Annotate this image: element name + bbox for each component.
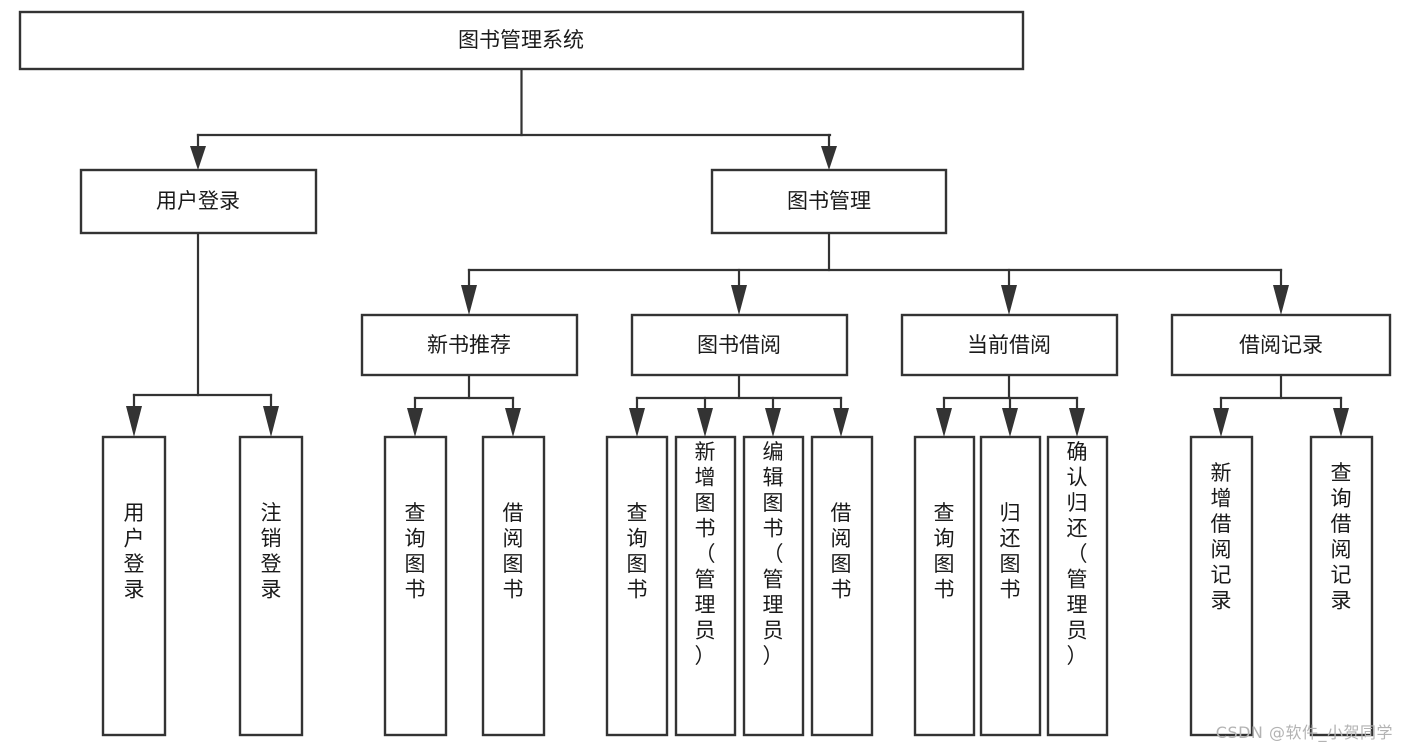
leaf-return-book-label: 归还图书 [1000,501,1021,602]
arrowhead-leaf-query-2 [629,408,645,437]
leaf-confirm-return-label: 确认归还（管理员） [1067,440,1088,668]
leaf-edit-book-box[interactable] [742,435,805,737]
leaf-user-login-box[interactable] [101,435,167,737]
node-borrow-record-box[interactable] [1170,313,1392,377]
node-book-borrow-label: 图书借阅 [697,333,781,357]
leaf-borrow-book-1[interactable]: 借阅图书 [481,435,546,737]
csdn-watermark: CSDN @软件_小贺同学 [1215,723,1393,742]
leaf-borrow-book-1-label: 借阅图书 [503,501,524,602]
leaf-logout-login-label: 注销登录 [261,501,282,602]
leaf-add-book[interactable]: 新增图书（管理员） [674,435,737,737]
arrowhead-book-borrow [731,285,747,315]
node-current-borrow-label: 当前借阅 [967,333,1051,357]
node-root[interactable]: 图书管理系统 [18,10,1025,71]
leaf-query-book-3-box[interactable] [913,435,976,737]
arrowhead-user-login [190,146,206,170]
arrowhead-borrow-record [1273,285,1289,315]
arrowhead-leaf-add-book [697,408,713,437]
leaf-add-record-box[interactable] [1189,435,1254,737]
leaf-query-record-label: 查询借阅记录 [1331,461,1352,613]
leaf-query-book-2[interactable]: 查询图书 [605,435,669,737]
leaf-confirm-return[interactable]: 确认归还（管理员） [1046,435,1109,737]
arrowhead-leaf-return [1002,408,1018,437]
node-root-box[interactable] [18,10,1025,71]
node-book-borrow-box[interactable] [630,313,849,377]
node-new-book-recommend[interactable]: 新书推荐 [360,313,579,377]
node-book-manage-box[interactable] [710,168,948,235]
node-root-label: 图书管理系统 [458,28,584,52]
arrowhead-leaf-edit-book [765,408,781,437]
leaf-return-book-box[interactable] [979,435,1042,737]
leaf-query-book-1[interactable]: 查询图书 [383,435,448,737]
leaf-user-login[interactable]: 用户登录 [101,435,167,737]
leaf-query-record-box[interactable] [1309,435,1374,737]
leaf-add-record-label: 新增借阅记录 [1211,461,1232,613]
leaf-borrow-book-2[interactable]: 借阅图书 [810,435,874,737]
leaf-query-book-1-label: 查询图书 [405,501,426,602]
node-new-book-recommend-label: 新书推荐 [427,333,511,357]
leaf-query-book-2-box[interactable] [605,435,669,737]
leaf-borrow-book-2-label: 借阅图书 [831,501,852,602]
node-current-borrow-box[interactable] [900,313,1119,377]
node-current-borrow[interactable]: 当前借阅 [900,313,1119,377]
leaf-query-book-3[interactable]: 查询图书 [913,435,976,737]
node-user-login-label: 用户登录 [156,189,240,213]
leaf-query-book-2-label: 查询图书 [627,501,648,602]
leaf-logout-login-box[interactable] [238,435,304,737]
leaf-logout-login[interactable]: 注销登录 [238,435,304,737]
arrowhead-leaf-add-record [1213,408,1229,437]
leaf-edit-book-label: 编辑图书（管理员） [763,440,784,668]
arrowhead-leaf-confirm-return [1069,408,1085,437]
leaf-add-book-box[interactable] [674,435,737,737]
leaf-user-login-label: 用户登录 [124,501,145,602]
leaf-query-book-3-label: 查询图书 [934,501,955,602]
leaf-query-record[interactable]: 查询借阅记录 [1309,435,1374,737]
arrowhead-book-manage [821,146,837,170]
leaf-return-book[interactable]: 归还图书 [979,435,1042,737]
leaf-borrow-book-2-box[interactable] [810,435,874,737]
leaf-add-book-label: 新增图书（管理员） [695,440,716,668]
node-book-manage-label: 图书管理 [787,189,871,213]
leaf-query-book-1-box[interactable] [383,435,448,737]
node-new-book-recommend-box[interactable] [360,313,579,377]
node-user-login[interactable]: 用户登录 [79,168,318,235]
arrowhead-new-book [461,285,477,315]
arrowhead-leaf-logout [263,406,279,437]
node-book-manage[interactable]: 图书管理 [710,168,948,235]
node-book-borrow[interactable]: 图书借阅 [630,313,849,377]
node-borrow-record-label: 借阅记录 [1239,333,1323,357]
node-borrow-record[interactable]: 借阅记录 [1170,313,1392,377]
arrowhead-leaf-borrow-1 [505,408,521,437]
arrowhead-leaf-query-record [1333,408,1349,437]
leaf-confirm-return-box[interactable] [1046,435,1109,737]
arrowhead-current-borrow [1001,285,1017,315]
arrow-heads [126,146,1349,437]
leaf-edit-book[interactable]: 编辑图书（管理员） [742,435,805,737]
arrowhead-leaf-user-login [126,406,142,437]
arrowhead-leaf-query-1 [407,408,423,437]
arrowhead-leaf-query-3 [936,408,952,437]
node-user-login-box[interactable] [79,168,318,235]
leaf-borrow-book-1-box[interactable] [481,435,546,737]
leaf-add-record[interactable]: 新增借阅记录 [1189,435,1254,737]
arrowhead-leaf-borrow-2 [833,408,849,437]
